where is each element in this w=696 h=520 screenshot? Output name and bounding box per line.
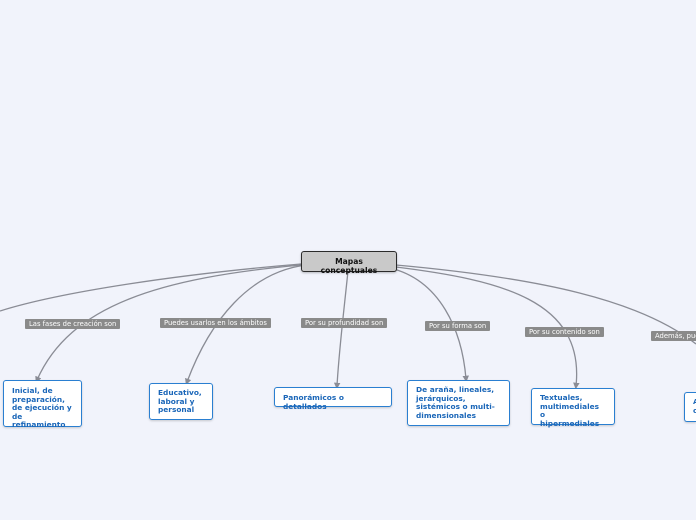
topic-usage-areas[interactable]: Educativo, laboral y personal bbox=[149, 383, 213, 420]
link-label-also[interactable]: Además, pue bbox=[651, 331, 696, 341]
link-label-content[interactable]: Por su contenido son bbox=[525, 327, 604, 337]
connector-usage-areas bbox=[185, 264, 307, 386]
connector-content bbox=[395, 266, 580, 390]
link-label-depth[interactable]: Por su profundidad son bbox=[301, 318, 388, 328]
topic-creation-phases[interactable]: Inicial, de preparación, de ejecución y … bbox=[3, 380, 82, 429]
connector-offscreen-left bbox=[0, 263, 302, 312]
connector-shape bbox=[389, 267, 469, 383]
link-label-usage-areas[interactable]: Puedes usarlos en los ámbitos bbox=[160, 318, 271, 328]
link-label-creation-phases[interactable]: Las fases de creación son bbox=[25, 319, 121, 329]
topic-shape[interactable]: De araña, lineales, jerárquicos, sistémi… bbox=[407, 380, 510, 426]
central-topic[interactable]: Mapas conceptuales bbox=[301, 251, 397, 275]
topic-content[interactable]: Textuales, multimediales o hipermediales bbox=[531, 388, 615, 428]
connector-creation-phases bbox=[35, 264, 302, 383]
topic-depth[interactable]: Panorámicos o detallados bbox=[274, 387, 392, 410]
connector-also bbox=[395, 264, 696, 345]
link-label-shape[interactable]: Por su forma son bbox=[425, 321, 491, 331]
topic-also[interactable]: A o bbox=[684, 392, 696, 422]
connector-depth bbox=[333, 270, 349, 390]
